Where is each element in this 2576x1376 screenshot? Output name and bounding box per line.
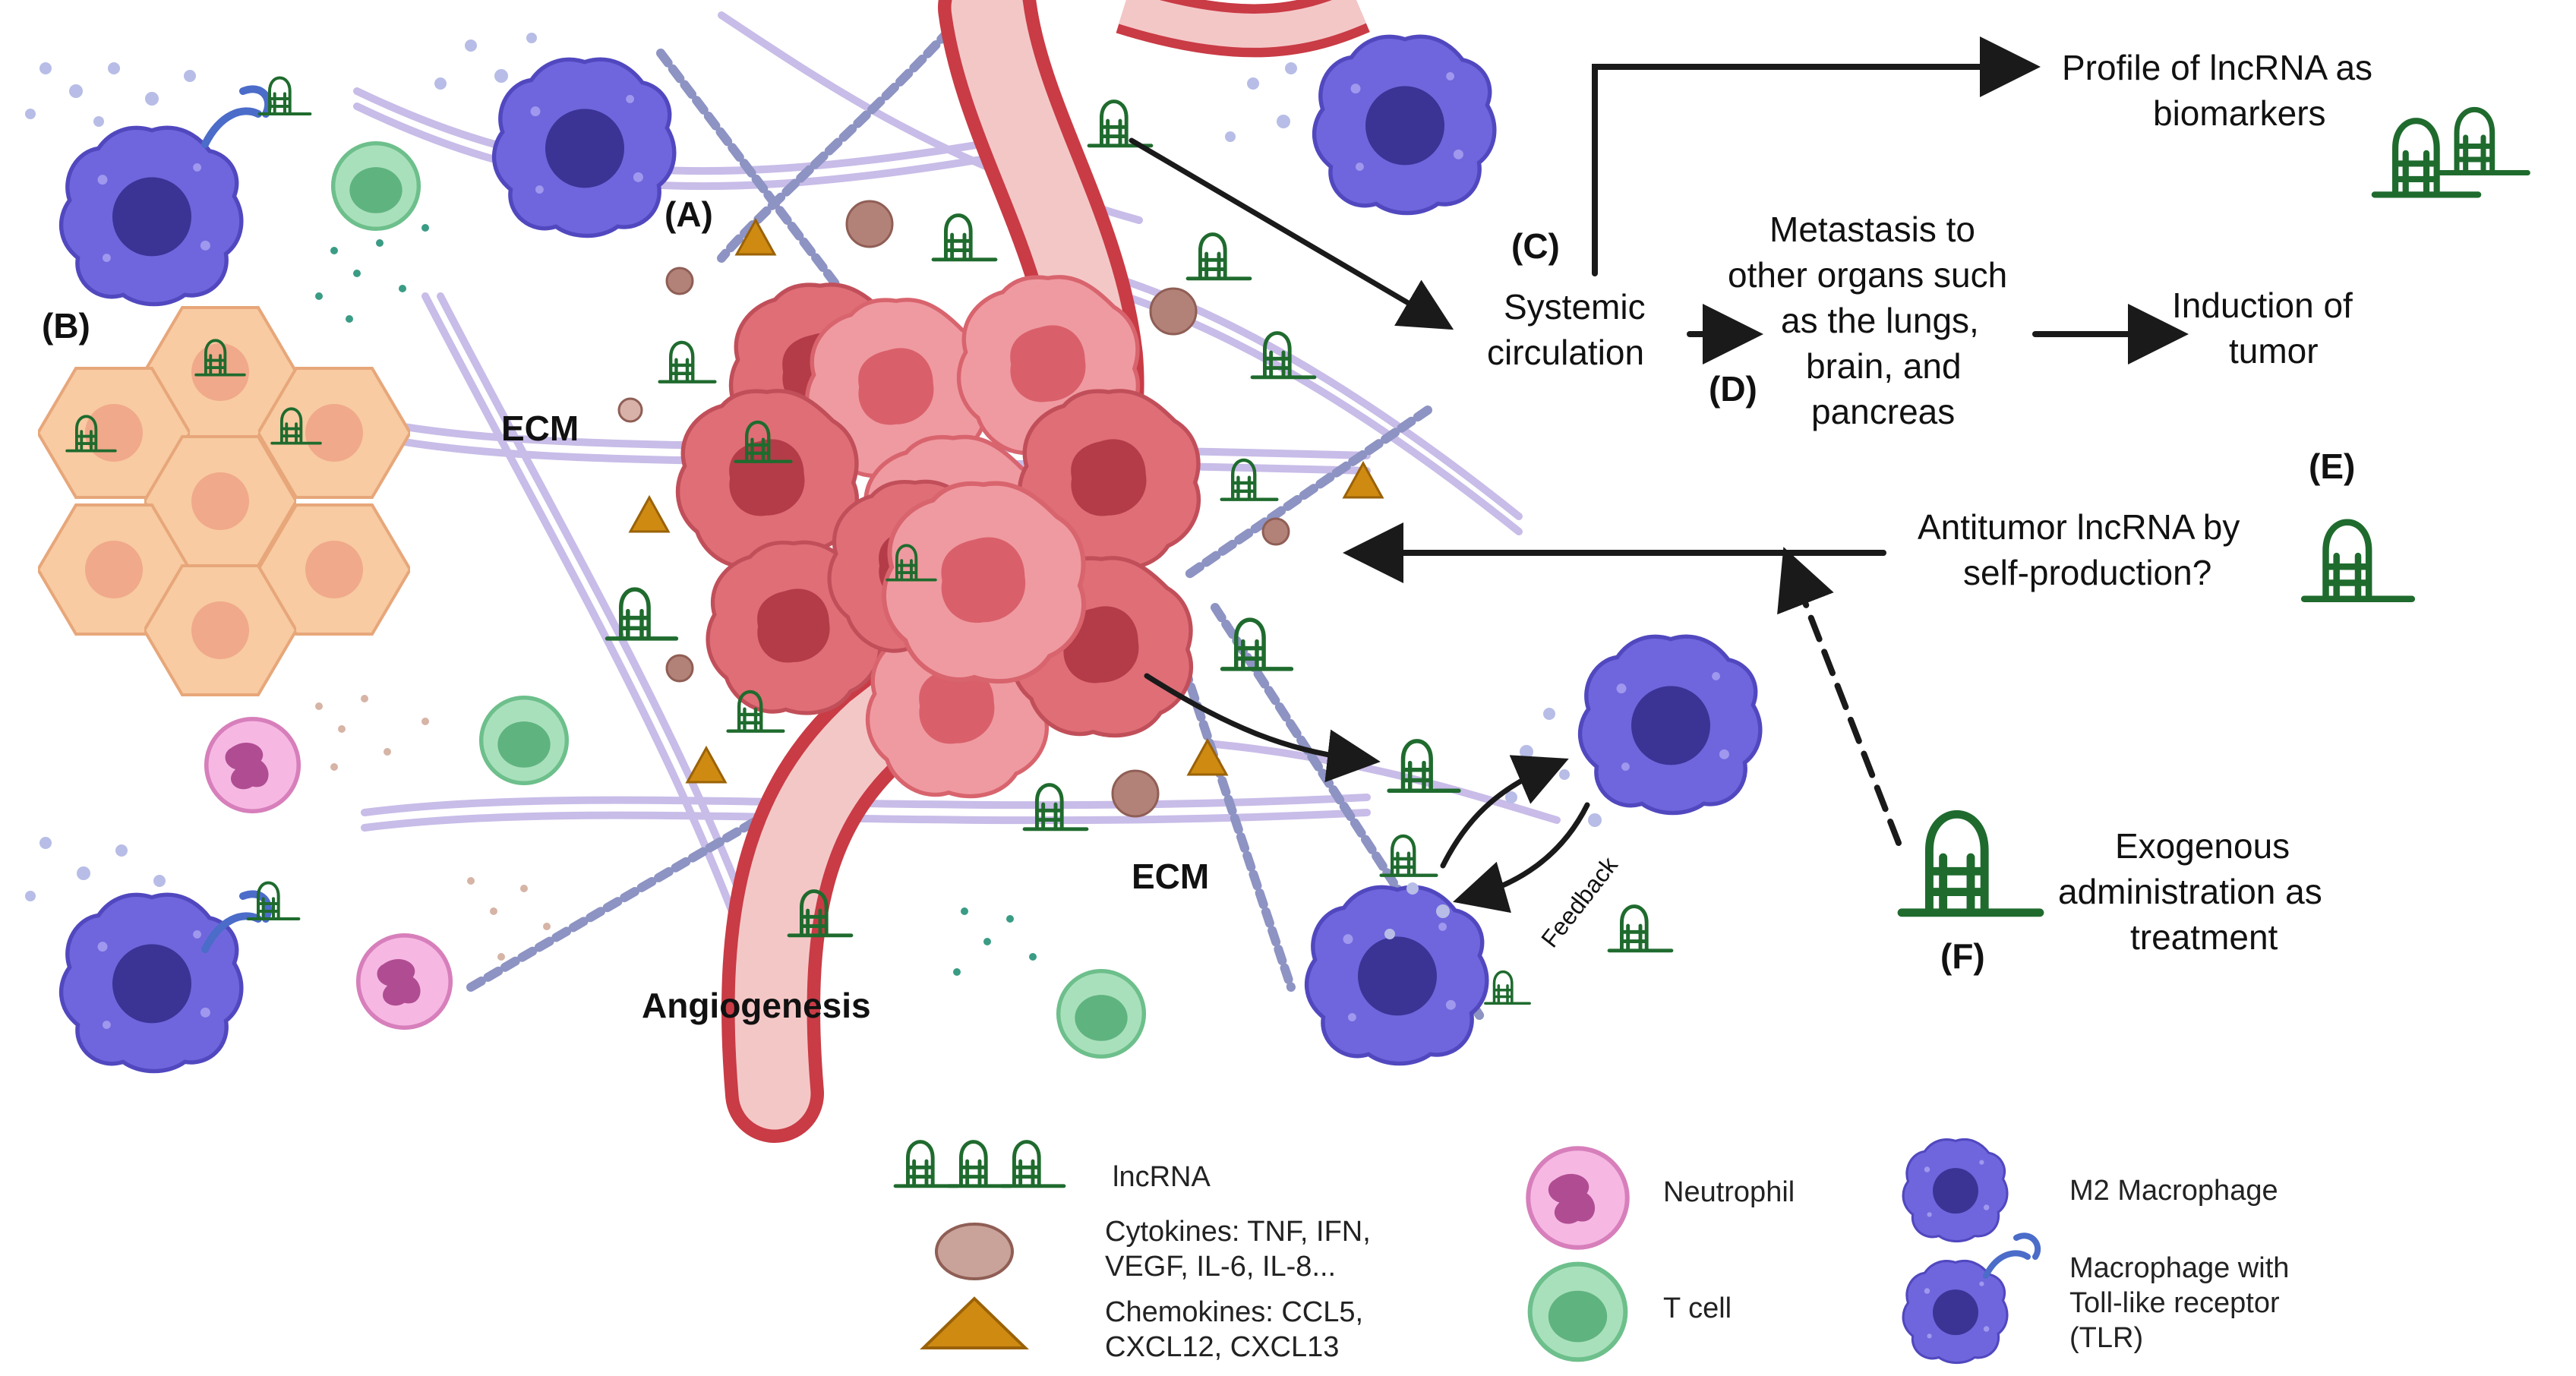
exogenous-lncrna-icon [1902,814,2040,913]
label-e: (E) [2309,447,2355,486]
label-b: (B) [42,306,90,346]
label-f: (F) [1940,936,1985,976]
legend-cytokines-line2: VEGF, IL-6, IL-8... [1105,1251,1336,1283]
flow-panel: Profile of lncRNA as biomarkers (C) Syst… [1487,48,2527,976]
label-c: (C) [1511,226,1560,266]
legend-chemokines-line1: Chemokines: CCL5, [1105,1296,1363,1328]
label-a: (A) [665,194,713,234]
legend: lncRNA Cytokines: TNF, IFN, VEGF, IL-6, … [895,1138,2289,1365]
biomarkers-line2: biomarkers [2153,93,2326,133]
legend-cytokine-icon [935,1223,1014,1280]
legend-m2-icon [1902,1138,2009,1243]
legend-neutrophil-icon [1528,1148,1627,1248]
label-d: (D) [1709,369,1757,409]
legend-chemokine-icon [920,1296,1029,1349]
legend-neutrophil: Neutrophil [1663,1176,1795,1208]
biomarkers-line1: Profile of lncRNA as [2062,48,2372,87]
legend-m2: M2 Macrophage [2069,1175,2278,1207]
metastasis-line4: brain, and [1806,346,1962,386]
legend-tlr-line1: Macrophage with [2069,1252,2289,1284]
antitumor-line2: self-production? [1963,553,2211,592]
flow-arrows [1343,36,2189,846]
cytokines [617,200,1290,818]
tlr-macrophage-bottom-left [62,895,242,1071]
label-angiogenesis: Angiogenesis [642,986,871,1025]
exogenous-line1: Exogenous [2115,826,2290,866]
label-ecm-right: ECM [1132,857,1209,896]
metastasis-line5: pancreas [1811,392,1955,431]
systemic-line2: circulation [1487,333,1644,372]
legend-tlr-line2: Toll-like receptor [2069,1287,2280,1319]
metastasis-line1: Metastasis to [1769,210,1975,249]
legend-tcell: T cell [1663,1292,1732,1324]
label-feedback: Feedback [1536,851,1624,953]
antitumor-lncrna-icon [2304,522,2412,599]
legend-cytokines-line1: Cytokines: TNF, IFN, [1105,1216,1371,1248]
legend-tlr-macrophage-icon [1902,1259,2009,1365]
induction-line1: Induction of [2172,286,2353,325]
legend-tlr-line3: (TLR) [2069,1322,2143,1354]
induction-line2: tumor [2229,331,2319,371]
scene-arrows [1129,137,1590,914]
metastasis-line2: other organs such [1728,255,2007,295]
chemokines [628,217,1384,784]
systemic-line1: Systemic [1504,287,1646,327]
legend-lncrna: lncRNA [1113,1161,1211,1193]
protein-chains [466,26,1485,1022]
legend-lncrna-icon [895,1142,958,1186]
exogenous-line3: treatment [2130,917,2278,957]
tlr-macrophage-top-left [62,128,242,304]
exogenous-line2: administration as [2058,872,2322,911]
metastasis-line3: as the lungs, [1781,301,1979,340]
label-ecm-left: ECM [501,409,579,448]
legend-chemokines-line2: CXCL12, CXCL13 [1105,1331,1339,1363]
antitumor-line1: Antitumor lncRNA by [1918,507,2240,547]
legend-tcell-icon [1530,1264,1626,1360]
